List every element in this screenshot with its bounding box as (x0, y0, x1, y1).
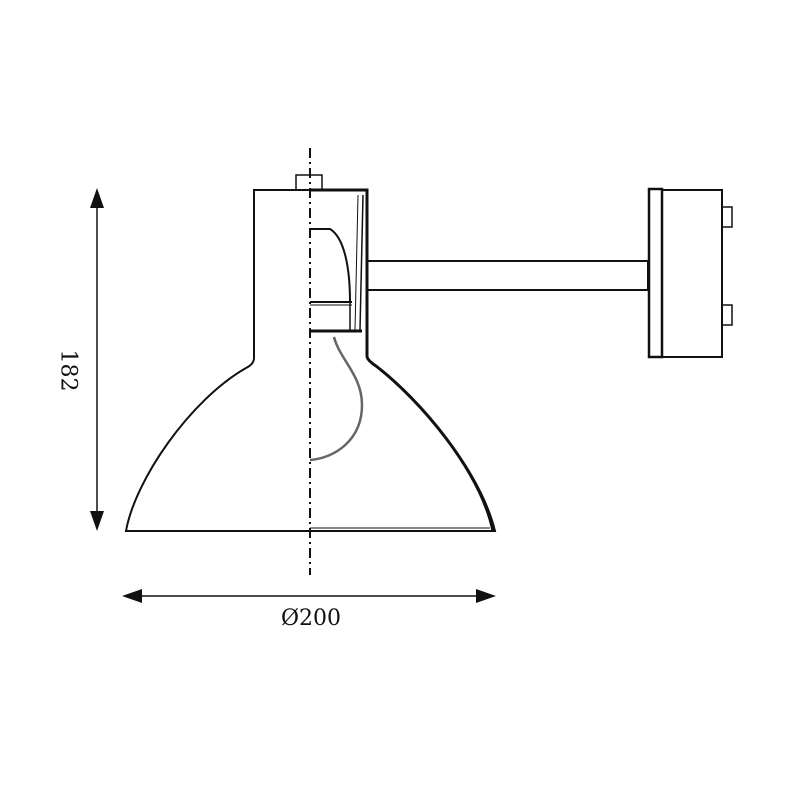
socket-curve (310, 228, 351, 303)
arrow-up-icon (90, 188, 104, 208)
shade-right-heavy (310, 188, 495, 532)
arrow-left-icon (122, 589, 142, 603)
arm (366, 260, 649, 291)
wall-plate (647, 187, 664, 359)
arrow-down-icon (90, 511, 104, 531)
box-tab (721, 304, 733, 326)
diameter-label: Ø200 (280, 606, 342, 631)
shade-outline (124, 189, 497, 532)
bulb-outline (309, 336, 364, 462)
height-label: 182 (55, 349, 81, 392)
wall-box (661, 189, 723, 358)
reflector-edge (354, 194, 359, 331)
arrow-right-icon (476, 589, 496, 603)
reflector-edge (359, 194, 364, 331)
box-tab (721, 206, 733, 228)
